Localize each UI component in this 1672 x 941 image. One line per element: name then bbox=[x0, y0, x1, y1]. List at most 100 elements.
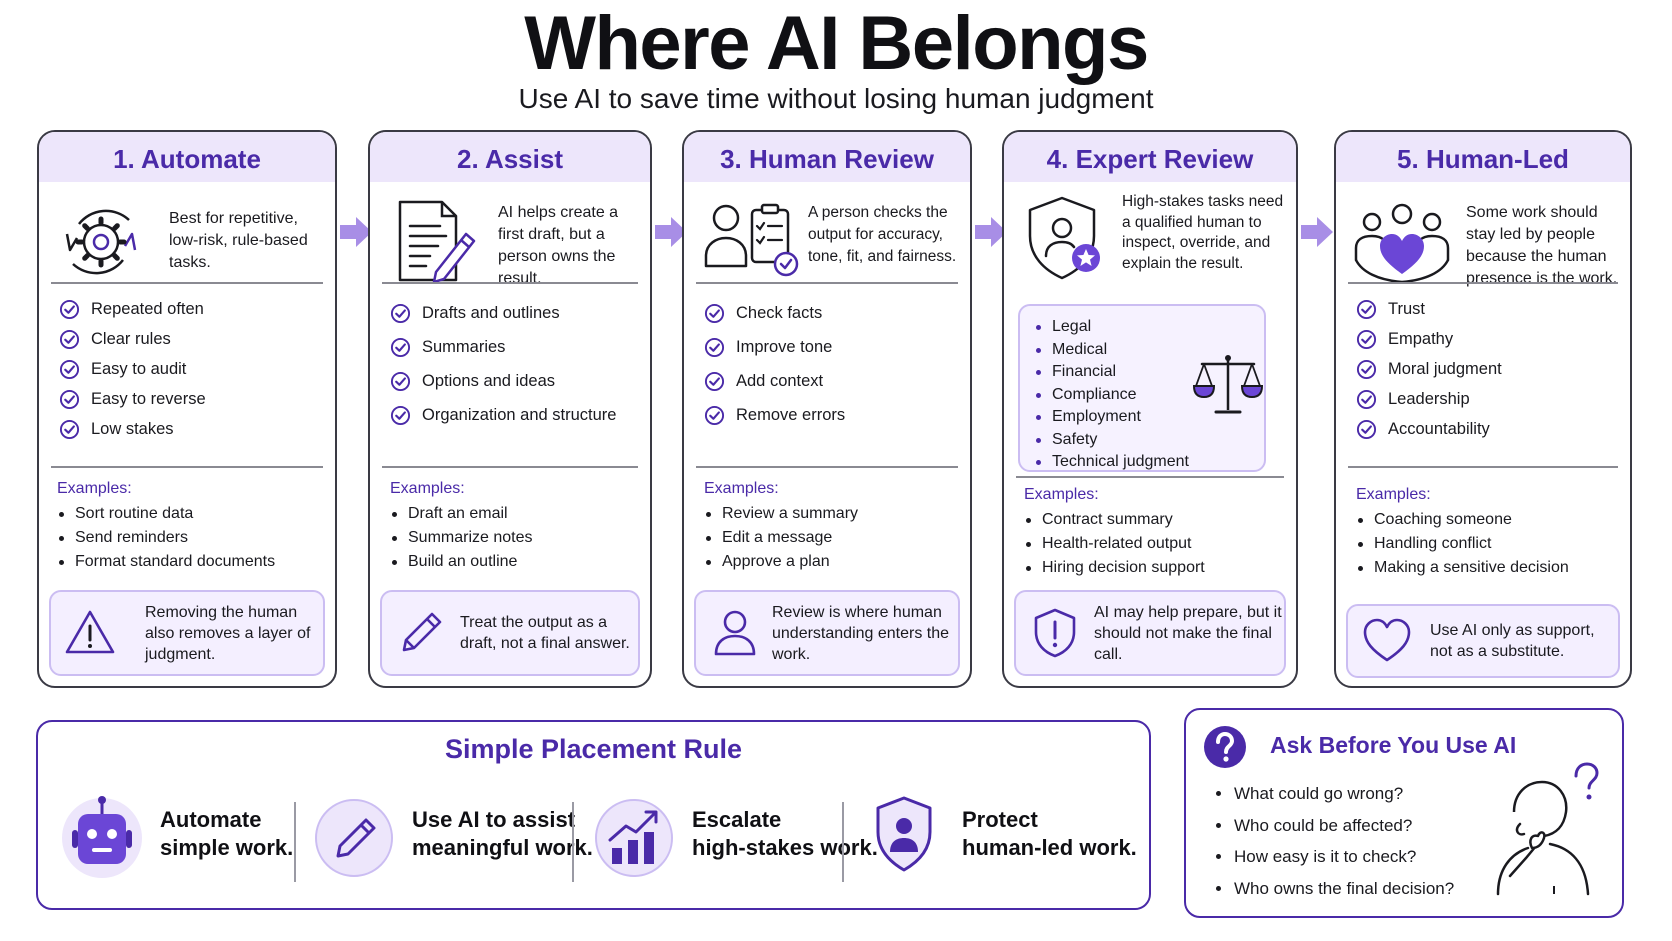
card-note: Review is where human understanding ente… bbox=[694, 590, 960, 676]
domain-item: Technical judgment bbox=[1034, 451, 1189, 474]
check-circle-icon bbox=[1356, 299, 1377, 320]
question-item: What could go wrong? bbox=[1210, 778, 1454, 810]
question-item: Who could be affected? bbox=[1210, 810, 1454, 842]
note-text: AI may help prepare, but it should not m… bbox=[1094, 604, 1282, 663]
note-text: Review is where human understanding ente… bbox=[772, 604, 950, 663]
people-heart-icon bbox=[1354, 203, 1450, 284]
example-item: Health-related output bbox=[1024, 532, 1205, 556]
card-intro: Best for repetitive, low-risk, rule-base… bbox=[169, 210, 308, 271]
divider bbox=[382, 282, 638, 284]
criteria-item: Empathy bbox=[1356, 324, 1502, 354]
card-note: Removing the human also removes a layer … bbox=[49, 590, 325, 676]
example-item: Draft an email bbox=[390, 502, 533, 526]
warning-icon bbox=[65, 610, 115, 654]
criteria-item: Add context bbox=[704, 364, 845, 398]
criteria-item: Trust bbox=[1356, 294, 1502, 324]
gear-cycle-icon bbox=[65, 209, 137, 275]
criteria-item: Accountability bbox=[1356, 414, 1502, 444]
example-item: Coaching someone bbox=[1356, 508, 1569, 532]
divider bbox=[1016, 476, 1284, 478]
shield-alert-icon bbox=[1034, 608, 1076, 658]
card-title: 4. Expert Review bbox=[1004, 132, 1296, 182]
divider bbox=[1348, 282, 1618, 284]
card-intro: A person checks the output for accuracy,… bbox=[808, 204, 957, 265]
card-title: 2. Assist bbox=[370, 132, 650, 182]
domain-item: Compliance bbox=[1034, 384, 1189, 407]
check-circle-icon bbox=[704, 337, 725, 358]
chart-up-icon bbox=[595, 799, 673, 877]
ask-panel: Ask Before You Use AI What could go wron… bbox=[1184, 708, 1624, 918]
card-note: Use AI only as support, not as a substit… bbox=[1346, 604, 1620, 678]
example-item: Edit a message bbox=[704, 526, 858, 550]
ask-title: Ask Before You Use AI bbox=[1270, 732, 1517, 758]
divider bbox=[51, 282, 323, 284]
page-title: Where AI Belongs bbox=[524, 1, 1149, 86]
criteria-item: Leadership bbox=[1356, 384, 1502, 414]
example-item: Build an outline bbox=[390, 550, 533, 574]
examples-list: Coaching someone Handling conflict Makin… bbox=[1356, 508, 1569, 580]
robot-icon bbox=[62, 796, 142, 878]
card-title: 1. Automate bbox=[39, 132, 335, 182]
domain-item: Safety bbox=[1034, 429, 1189, 452]
criteria-list: Check facts Improve tone Add context Rem… bbox=[704, 296, 845, 432]
divider bbox=[1348, 466, 1618, 468]
examples-list: Contract summary Health-related output H… bbox=[1024, 508, 1205, 580]
check-circle-icon bbox=[390, 337, 411, 358]
note-text: Use AI only as support, not as a substit… bbox=[1430, 622, 1595, 660]
example-item: Summarize notes bbox=[390, 526, 533, 550]
criteria-item: Drafts and outlines bbox=[390, 296, 616, 330]
criteria-item: Low stakes bbox=[59, 414, 206, 444]
criteria-list: Repeated often Clear rules Easy to audit… bbox=[59, 294, 206, 444]
check-circle-icon bbox=[1356, 359, 1377, 380]
pencil-icon bbox=[402, 612, 442, 652]
check-circle-icon bbox=[390, 303, 411, 324]
check-circle-icon bbox=[390, 405, 411, 426]
criteria-item: Summaries bbox=[390, 330, 616, 364]
pencil-circle-icon bbox=[315, 799, 393, 877]
note-text: Treat the output as a draft, not a final… bbox=[460, 614, 630, 652]
check-circle-icon bbox=[704, 371, 725, 392]
shield-person-star-icon bbox=[1028, 196, 1100, 280]
person-checklist-icon bbox=[704, 203, 799, 277]
card-note: Treat the output as a draft, not a final… bbox=[380, 590, 640, 676]
criteria-item: Check facts bbox=[704, 296, 845, 330]
example-item: Handling conflict bbox=[1356, 532, 1569, 556]
card-automate: 1. Automate Best for repetitive, low-ris… bbox=[37, 130, 337, 688]
question-item: How easy is it to check? bbox=[1210, 841, 1454, 873]
example-item: Making a sensitive decision bbox=[1356, 556, 1569, 580]
card-title: 3. Human Review bbox=[684, 132, 970, 182]
divider bbox=[696, 282, 958, 284]
domain-list: Legal Medical Financial Compliance Emplo… bbox=[1034, 316, 1189, 474]
person-icon bbox=[714, 610, 756, 656]
examples-label: Examples: bbox=[57, 480, 132, 497]
card-assist: 2. Assist AI helps create a first draft,… bbox=[368, 130, 652, 688]
note-text: Removing the human also removes a layer … bbox=[145, 604, 311, 663]
check-circle-icon bbox=[59, 419, 80, 440]
check-circle-icon bbox=[59, 299, 80, 320]
divider bbox=[382, 466, 638, 468]
check-circle-icon bbox=[1356, 419, 1377, 440]
criteria-item: Organization and structure bbox=[390, 398, 616, 432]
divider bbox=[842, 802, 844, 882]
examples-label: Examples: bbox=[390, 480, 465, 497]
document-pencil-icon bbox=[398, 200, 476, 284]
criteria-item: Options and ideas bbox=[390, 364, 616, 398]
question-circle-icon bbox=[1204, 726, 1246, 768]
criteria-item: Easy to audit bbox=[59, 354, 206, 384]
question-list: What could go wrong? Who could be affect… bbox=[1210, 778, 1454, 904]
heart-icon bbox=[1363, 618, 1411, 662]
card-human-led: 5. Human-Led Some work should stay led b… bbox=[1334, 130, 1632, 688]
examples-list: Review a summary Edit a message Approve … bbox=[704, 502, 858, 574]
question-item: Who owns the final decision? bbox=[1210, 873, 1454, 905]
card-title: 5. Human-Led bbox=[1336, 132, 1630, 182]
example-item: Approve a plan bbox=[704, 550, 858, 574]
criteria-item: Repeated often bbox=[59, 294, 206, 324]
criteria-list: Trust Empathy Moral judgment Leadership … bbox=[1356, 294, 1502, 444]
criteria-list: Drafts and outlines Summaries Options an… bbox=[390, 296, 616, 432]
check-circle-icon bbox=[1356, 389, 1377, 410]
domain-item: Legal bbox=[1034, 316, 1189, 339]
examples-list: Draft an email Summarize notes Build an … bbox=[390, 502, 533, 574]
